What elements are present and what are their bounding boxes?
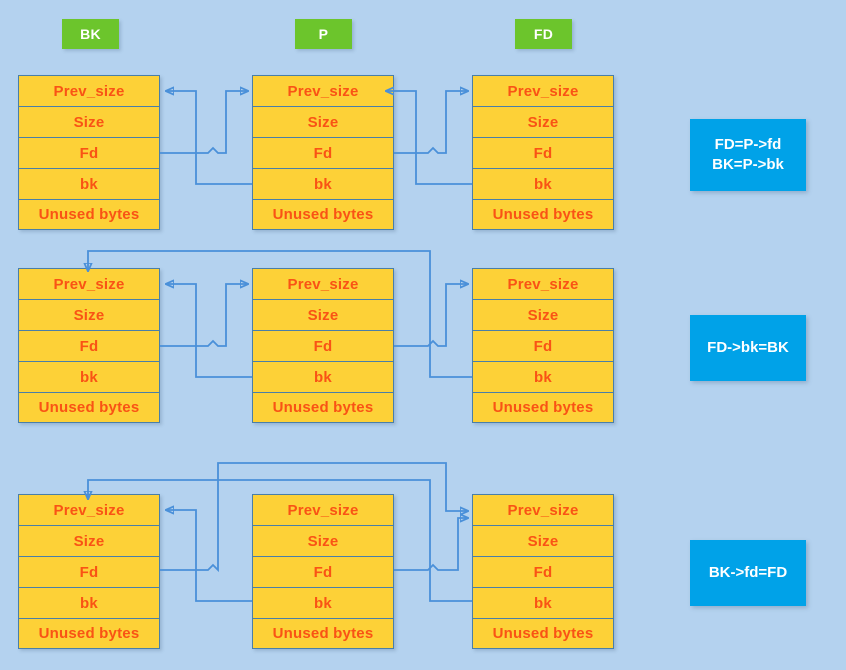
- chunk-field-bk: bk: [18, 361, 160, 392]
- chunk-row1-p: Prev_size Size Fd bk Unused bytes: [252, 75, 394, 230]
- chunk-field-size: Size: [18, 299, 160, 330]
- chunk-field-size: Size: [18, 106, 160, 137]
- chunk-field-unused-bytes: Unused bytes: [472, 392, 614, 423]
- chunk-field-prev-size: Prev_size: [18, 75, 160, 106]
- chunk-field-size: Size: [252, 106, 394, 137]
- note-row3-line1: BK->fd=FD: [708, 563, 788, 581]
- wire-row2-p-fd-to-fd: [394, 284, 468, 347]
- chunk-field-bk: bk: [252, 168, 394, 199]
- note-row1-line2: BK=P->bk: [712, 156, 784, 173]
- chunk-field-bk: bk: [252, 361, 394, 392]
- column-tag-bk-label: BK: [80, 26, 101, 42]
- chunk-row2-fd: Prev_size Size Fd bk Unused bytes: [472, 268, 614, 423]
- chunk-field-size: Size: [252, 299, 394, 330]
- chunk-field-bk: bk: [472, 168, 614, 199]
- chunk-field-unused-bytes: Unused bytes: [252, 199, 394, 230]
- chunk-field-unused-bytes: Unused bytes: [472, 199, 614, 230]
- chunk-field-prev-size: Prev_size: [472, 494, 614, 525]
- chunk-row1-fd: Prev_size Size Fd bk Unused bytes: [472, 75, 614, 230]
- wire-row1-p-bk-to-bk: [166, 91, 252, 185]
- chunk-field-fd: Fd: [252, 137, 394, 168]
- chunk-row3-fd: Prev_size Size Fd bk Unused bytes: [472, 494, 614, 649]
- column-tag-fd: FD: [515, 19, 572, 49]
- chunk-field-unused-bytes: Unused bytes: [252, 392, 394, 423]
- chunk-field-size: Size: [472, 299, 614, 330]
- note-row1: FD=P->fd BK=P->bk: [690, 119, 806, 191]
- chunk-field-prev-size: Prev_size: [18, 268, 160, 299]
- chunk-field-bk: bk: [472, 361, 614, 392]
- wire-row2-p-bk-to-bk: [166, 284, 252, 378]
- chunk-field-size: Size: [252, 525, 394, 556]
- chunk-field-fd: Fd: [252, 556, 394, 587]
- chunk-field-prev-size: Prev_size: [472, 75, 614, 106]
- chunk-field-unused-bytes: Unused bytes: [18, 392, 160, 423]
- chunk-field-size: Size: [472, 525, 614, 556]
- column-tag-fd-label: FD: [533, 26, 554, 42]
- chunk-field-size: Size: [18, 525, 160, 556]
- chunk-field-size: Size: [472, 106, 614, 137]
- chunk-field-fd: Fd: [472, 556, 614, 587]
- chunk-row2-bk: Prev_size Size Fd bk Unused bytes: [18, 268, 160, 423]
- chunk-field-unused-bytes: Unused bytes: [18, 618, 160, 649]
- chunk-field-bk: bk: [472, 587, 614, 618]
- chunk-field-fd: Fd: [18, 556, 160, 587]
- chunk-field-unused-bytes: Unused bytes: [472, 618, 614, 649]
- column-tag-bk: BK: [62, 19, 119, 49]
- chunk-field-prev-size: Prev_size: [252, 75, 394, 106]
- chunk-field-fd: Fd: [18, 330, 160, 361]
- wire-row3-p-fd-to-fd: [394, 518, 468, 571]
- chunk-row3-p: Prev_size Size Fd bk Unused bytes: [252, 494, 394, 649]
- wire-row1-fd-bk-to-p: [386, 91, 472, 185]
- chunk-row2-p: Prev_size Size Fd bk Unused bytes: [252, 268, 394, 423]
- chunk-row3-bk: Prev_size Size Fd bk Unused bytes: [18, 494, 160, 649]
- chunk-field-prev-size: Prev_size: [252, 268, 394, 299]
- chunk-field-unused-bytes: Unused bytes: [18, 199, 160, 230]
- chunk-field-prev-size: Prev_size: [472, 268, 614, 299]
- chunk-field-prev-size: Prev_size: [252, 494, 394, 525]
- chunk-row1-bk: Prev_size Size Fd bk Unused bytes: [18, 75, 160, 230]
- wire-row3-p-bk-to-bk: [166, 510, 252, 602]
- note-row2: FD->bk=BK: [690, 315, 806, 381]
- chunk-field-fd: Fd: [18, 137, 160, 168]
- chunk-field-fd: Fd: [472, 330, 614, 361]
- column-tag-p: P: [295, 19, 352, 49]
- chunk-field-bk: bk: [18, 168, 160, 199]
- note-row3: BK->fd=FD: [690, 540, 806, 606]
- chunk-field-fd: Fd: [252, 330, 394, 361]
- chunk-field-prev-size: Prev_size: [18, 494, 160, 525]
- chunk-field-fd: Fd: [472, 137, 614, 168]
- note-row2-line1: FD->bk=BK: [707, 338, 789, 356]
- wire-row1-bk-fd-to-p: [160, 91, 248, 154]
- column-tag-p-label: P: [318, 26, 329, 42]
- chunk-field-unused-bytes: Unused bytes: [252, 618, 394, 649]
- wire-row1-p-fd-to-fd: [394, 91, 468, 154]
- chunk-field-bk: bk: [18, 587, 160, 618]
- note-row1-line1: FD=P->fd: [714, 135, 782, 153]
- wire-row2-bk-fd-to-p: [160, 284, 248, 347]
- chunk-field-bk: bk: [252, 587, 394, 618]
